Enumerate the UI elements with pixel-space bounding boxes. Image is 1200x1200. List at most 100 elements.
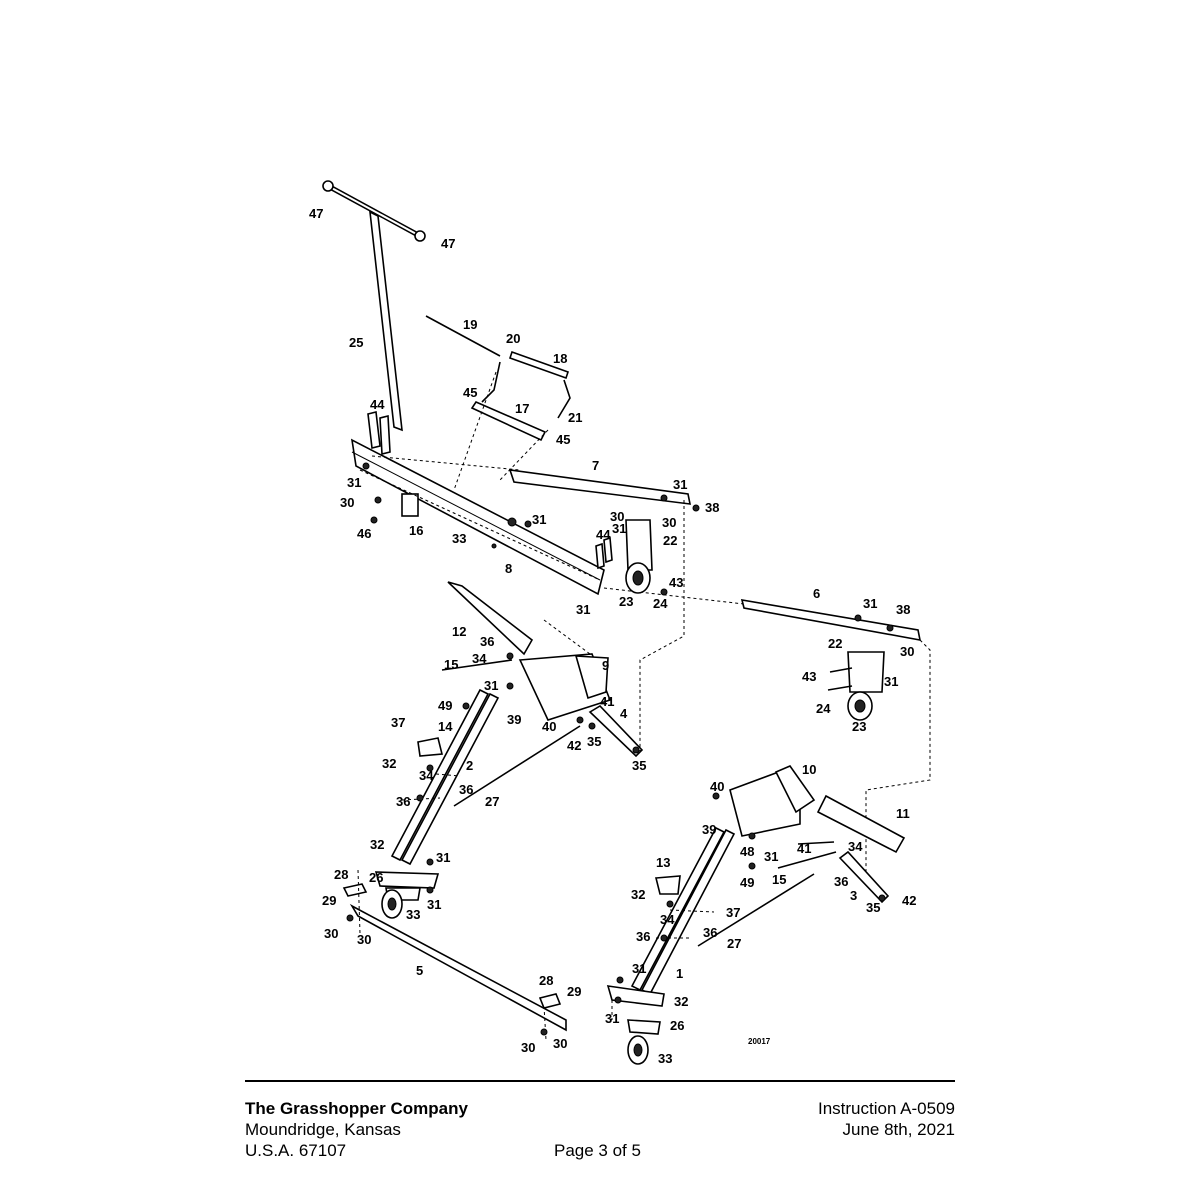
callout-label: 47 [441,236,455,251]
callout-label: 31 [884,674,898,689]
callout-label: 43 [802,669,816,684]
callout-label: 34 [419,768,434,783]
callout-label: 30 [553,1036,567,1051]
right-base-assembly [538,985,665,1065]
callout-label: 23 [619,594,633,609]
callout-label: 13 [656,855,670,870]
callout-label: 38 [705,500,719,515]
callout-label: 26 [670,1018,684,1033]
callout-label: 45 [556,432,570,447]
callout-labels: 47 47 25 19 20 18 45 17 21 45 44 7 31 30… [309,206,916,1066]
callout-label: 36 [703,925,717,940]
callout-label: 4 [620,706,628,721]
instruction-number: Instruction A-0509 [817,1099,955,1118]
document-date: June 8th, 2021 [842,1120,955,1139]
callout-label: 31 [347,475,361,490]
callout-label: 12 [452,624,466,639]
callout-label: 28 [539,973,553,988]
callout-label: 7 [592,458,599,473]
callout-label: 49 [740,875,754,890]
callout-label: 30 [900,644,914,659]
callout-label: 30 [357,932,371,947]
callout-label: 3 [850,888,857,903]
callout-label: 14 [438,719,453,734]
callout-label: 22 [663,533,677,548]
callout-label: 42 [567,738,581,753]
callout-label: 29 [322,893,336,908]
hardware [346,462,894,1036]
callout-label: 31 [427,897,441,912]
callout-label: 22 [828,636,842,651]
main-frame-tube [350,411,605,596]
callout-label: 16 [409,523,423,538]
left-pivot-assembly [441,500,685,758]
callout-label: 35 [587,734,601,749]
callout-label: 8 [505,561,512,576]
parts-diagram: 47 47 25 19 20 18 45 17 21 45 44 7 31 30… [309,180,931,1066]
callout-label: 47 [309,206,323,221]
callout-label: 38 [896,602,910,617]
callout-label: 49 [438,698,452,713]
callout-label: 30 [662,515,676,530]
callout-label: 5 [416,963,423,978]
footer-rule [245,1080,955,1082]
callout-label: 31 [863,596,877,611]
callout-label: 6 [813,586,820,601]
callout-label: 35 [866,900,880,915]
page-number: Page 3 of 5 [554,1141,641,1160]
callout-label: 48 [740,844,754,859]
left-upright-arm [390,688,581,866]
callout-label: 31 [436,850,450,865]
callout-label: 34 [848,839,863,854]
handle-assembly [322,180,426,432]
callout-label: 43 [669,575,683,590]
footer-document-info: Instruction A-0509 June 8th, 2021 [818,1098,955,1140]
callout-label: 17 [515,401,529,416]
callout-label: 24 [816,701,831,716]
callout-label: 40 [710,779,724,794]
callout-label: 33 [658,1051,672,1066]
callout-label: 31 [612,521,626,536]
callout-label: 15 [444,657,458,672]
left-base-assembly [342,869,567,1041]
upper-right-tube [508,469,745,605]
callout-label: 32 [631,887,645,902]
far-right-tube [740,599,931,880]
callout-label: 31 [673,477,687,492]
right-upright-arm [630,826,815,996]
callout-label: 32 [370,837,384,852]
callout-label: 33 [452,531,466,546]
callout-label: 10 [802,762,816,777]
company-city: Moundridge, Kansas [245,1120,401,1139]
callout-label: 36 [396,794,410,809]
callout-label: 29 [567,984,581,999]
callout-label: 44 [370,397,385,412]
callout-label: 37 [391,715,405,730]
right-pivot-assembly [729,765,906,904]
callout-label: 31 [576,602,590,617]
callout-label: 40 [542,719,556,734]
callout-label: 24 [653,596,668,611]
callout-label: 44 [596,527,611,542]
callout-label: 39 [702,822,716,837]
callout-label: 28 [334,867,348,882]
callout-label: 36 [636,929,650,944]
callout-label: 15 [772,872,786,887]
callout-label: 35 [632,758,646,773]
callout-label: 39 [507,712,521,727]
callout-label: 41 [797,841,811,856]
callout-label: 23 [852,719,866,734]
callout-label: 1 [676,966,683,981]
callout-label: 26 [369,870,383,885]
callout-label: 36 [834,874,848,889]
company-name: The Grasshopper Company [245,1099,468,1118]
callout-label: 31 [632,961,646,976]
callout-label: 11 [896,806,910,821]
callout-label: 21 [568,410,582,425]
callout-label: 25 [349,335,363,350]
callout-label: 2 [466,758,473,773]
callout-label: 46 [357,526,371,541]
callout-label: 27 [485,794,499,809]
callout-label: 30 [324,926,338,941]
callout-label: 33 [406,907,420,922]
